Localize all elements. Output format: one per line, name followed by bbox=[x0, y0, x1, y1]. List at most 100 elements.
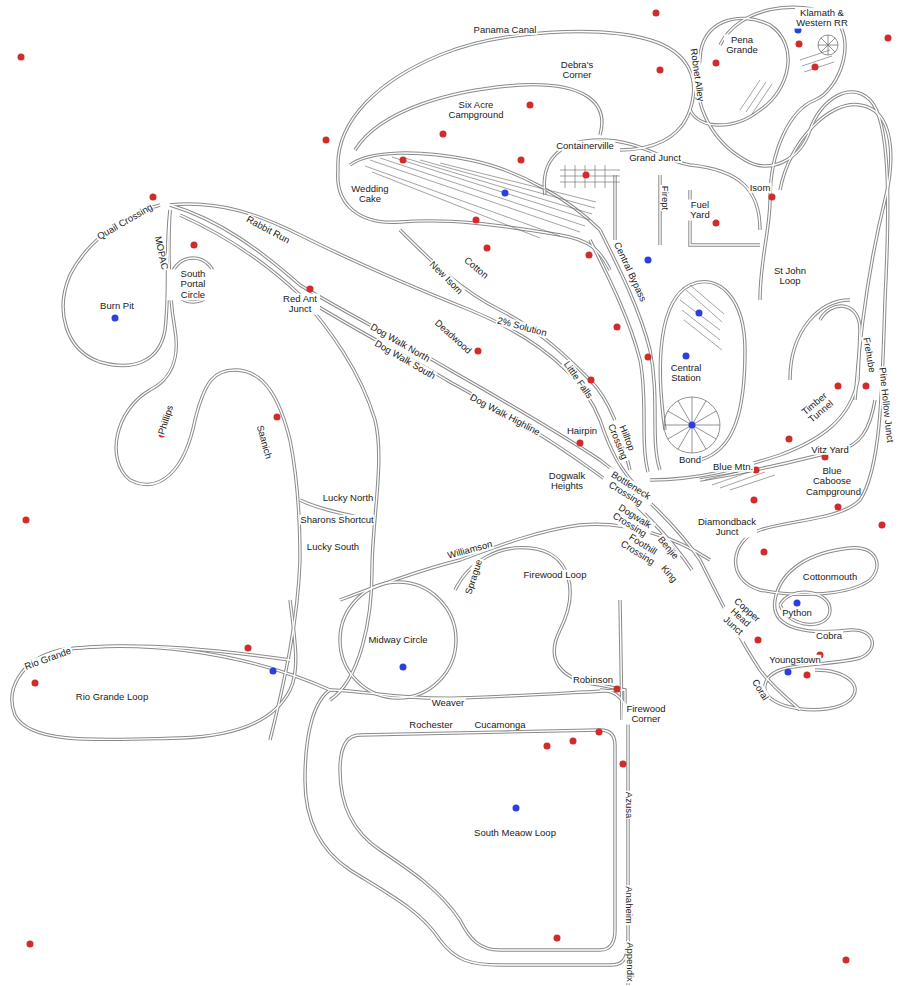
blue-marker bbox=[502, 190, 509, 197]
place-label: Central Station bbox=[665, 363, 707, 384]
red-marker bbox=[657, 67, 664, 74]
place-label: 2% Solution bbox=[495, 315, 549, 339]
place-label: Vitz Yard bbox=[810, 445, 850, 455]
place-label: Diamondback Junct bbox=[697, 517, 757, 538]
place-label: Pena Grande bbox=[724, 35, 760, 56]
turntable bbox=[664, 35, 838, 453]
place-label: St John Loop bbox=[771, 266, 809, 287]
place-label: Youngstown bbox=[768, 655, 821, 665]
red-marker bbox=[27, 941, 34, 948]
place-label: Sharons Shortcut bbox=[299, 515, 374, 525]
place-label: Cobra bbox=[815, 631, 843, 641]
place-label: Lucky South bbox=[306, 542, 360, 552]
place-label: Central Bypass bbox=[611, 240, 649, 305]
place-label: Fuel Yard bbox=[686, 200, 714, 221]
place-label: Six Acre Campground bbox=[447, 100, 505, 121]
blue-marker bbox=[645, 257, 652, 264]
place-label: Firewood Corner bbox=[623, 704, 669, 725]
place-label: Saanich bbox=[254, 423, 273, 461]
red-marker bbox=[835, 383, 842, 390]
place-label: Rio Grande Loop bbox=[75, 692, 149, 702]
place-label: Cottonmouth bbox=[802, 572, 858, 582]
blue-marker bbox=[794, 600, 801, 607]
red-marker bbox=[713, 60, 720, 67]
place-label: Copper Head Junct bbox=[715, 594, 764, 643]
blue-marker bbox=[270, 668, 277, 675]
red-marker bbox=[586, 252, 593, 259]
red-marker bbox=[307, 286, 314, 293]
red-marker bbox=[863, 383, 870, 390]
red-marker bbox=[761, 549, 768, 556]
place-label: Containerville bbox=[555, 141, 615, 151]
place-label: Burn Pit bbox=[99, 301, 135, 311]
place-label: Quail Crossing bbox=[95, 201, 156, 242]
red-marker bbox=[843, 957, 850, 964]
blue-marker bbox=[696, 310, 703, 317]
red-marker bbox=[588, 377, 595, 384]
place-label: Wedding Cake bbox=[349, 184, 391, 205]
blue-marker bbox=[513, 805, 520, 812]
blue-marker bbox=[785, 669, 792, 676]
yard-tracks bbox=[365, 50, 834, 490]
red-marker bbox=[475, 348, 482, 355]
place-label: Robinson bbox=[572, 675, 614, 685]
place-label: Hilltop Crossing bbox=[604, 417, 639, 464]
place-label: Bond bbox=[678, 455, 702, 465]
blue-marker bbox=[683, 353, 690, 360]
blue-marker bbox=[112, 315, 119, 322]
red-marker bbox=[786, 436, 793, 443]
place-label: King bbox=[658, 563, 680, 586]
track-outline bbox=[12, 7, 891, 985]
place-label: Rochester bbox=[408, 720, 453, 730]
place-label: New Isom bbox=[427, 259, 466, 298]
red-marker bbox=[245, 645, 252, 652]
place-label: Pine Hollow Junct bbox=[877, 366, 895, 444]
place-label: Grand Junct bbox=[628, 153, 682, 163]
place-label: Debra's Corner bbox=[556, 60, 598, 81]
blue-marker bbox=[400, 664, 407, 671]
place-label: Little Falls bbox=[561, 359, 595, 402]
red-marker bbox=[835, 504, 842, 511]
red-marker bbox=[23, 517, 30, 524]
red-marker bbox=[400, 157, 407, 164]
red-marker bbox=[484, 245, 491, 252]
place-label: Hairpin bbox=[566, 426, 598, 436]
track-bed bbox=[12, 7, 891, 985]
place-label: Cucamonga bbox=[473, 720, 526, 730]
red-marker bbox=[440, 131, 447, 138]
place-label: Firept bbox=[660, 185, 670, 211]
place-label: Deadwood bbox=[432, 317, 474, 356]
place-label: MOPAC bbox=[152, 234, 170, 272]
place-label: Frehube bbox=[861, 336, 878, 375]
red-marker bbox=[751, 497, 758, 504]
red-marker bbox=[577, 440, 584, 447]
place-label: Dog Walk Highline bbox=[467, 392, 542, 439]
red-marker bbox=[713, 220, 720, 227]
place-label: Robnet Alley bbox=[688, 47, 706, 103]
red-marker bbox=[191, 242, 198, 249]
place-label: Weaver bbox=[431, 698, 466, 708]
red-marker-set bbox=[18, 10, 892, 964]
red-marker bbox=[755, 637, 762, 644]
place-label: Klamath & Western RR bbox=[795, 8, 849, 29]
place-label: Coral bbox=[749, 677, 771, 703]
red-marker bbox=[527, 102, 534, 109]
red-marker bbox=[614, 324, 621, 331]
place-label: Phillips bbox=[156, 403, 176, 437]
blue-marker bbox=[689, 422, 696, 429]
place-label: Firewood Loop bbox=[523, 570, 588, 580]
red-marker bbox=[620, 761, 627, 768]
place-label: Foothill Crossing bbox=[616, 528, 664, 569]
place-label: Blue Caboose Campground bbox=[805, 466, 859, 497]
red-marker bbox=[885, 35, 892, 42]
red-marker bbox=[544, 743, 551, 750]
place-label: Isom bbox=[749, 183, 772, 193]
red-marker bbox=[570, 738, 577, 745]
red-marker bbox=[274, 414, 281, 421]
red-marker bbox=[473, 217, 480, 224]
place-label: Rabbit Run bbox=[244, 214, 293, 246]
place-label: Red Ant Junct bbox=[280, 294, 320, 315]
place-label: Appendix bbox=[625, 941, 635, 983]
red-marker bbox=[879, 522, 886, 529]
